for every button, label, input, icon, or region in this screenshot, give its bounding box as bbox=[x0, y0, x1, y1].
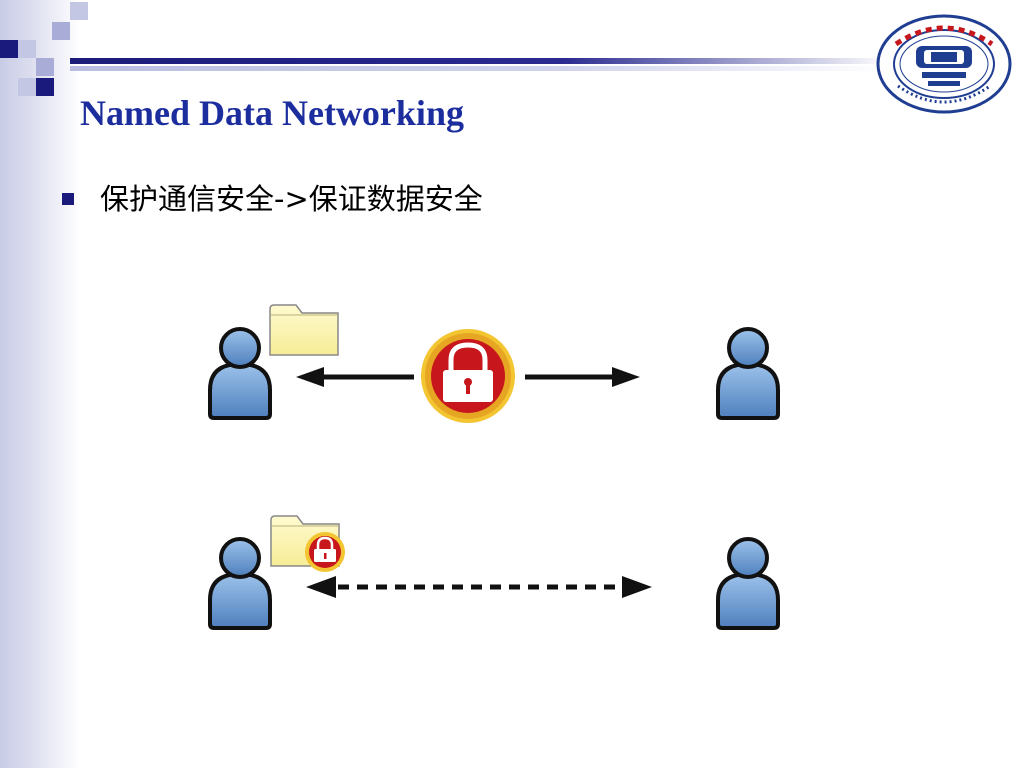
arrow-left-top bbox=[296, 367, 414, 387]
slide-title: Named Data Networking bbox=[80, 93, 464, 133]
header-line-light bbox=[70, 66, 890, 71]
left-decor-strip bbox=[0, 0, 80, 768]
padlock-icon-small bbox=[305, 532, 345, 572]
header-line-dark bbox=[70, 58, 890, 64]
arrow-right-top bbox=[525, 367, 640, 387]
user-person-icon-bottom-left bbox=[208, 537, 272, 630]
padlock-icon-large bbox=[421, 329, 515, 423]
user-person-icon-top-left bbox=[208, 327, 272, 420]
folder-icon-top bbox=[269, 304, 339, 356]
user-person-icon-top-right bbox=[716, 327, 780, 420]
user-person-icon-bottom-right bbox=[716, 537, 780, 630]
bullet-square-icon bbox=[62, 193, 74, 205]
university-logo bbox=[876, 14, 1012, 114]
bullet-item: 保护通信安全->保证数据安全 bbox=[62, 176, 483, 218]
bullet-text: 保护通信安全->保证数据安全 bbox=[100, 182, 483, 216]
dashed-double-arrow bbox=[306, 576, 652, 598]
